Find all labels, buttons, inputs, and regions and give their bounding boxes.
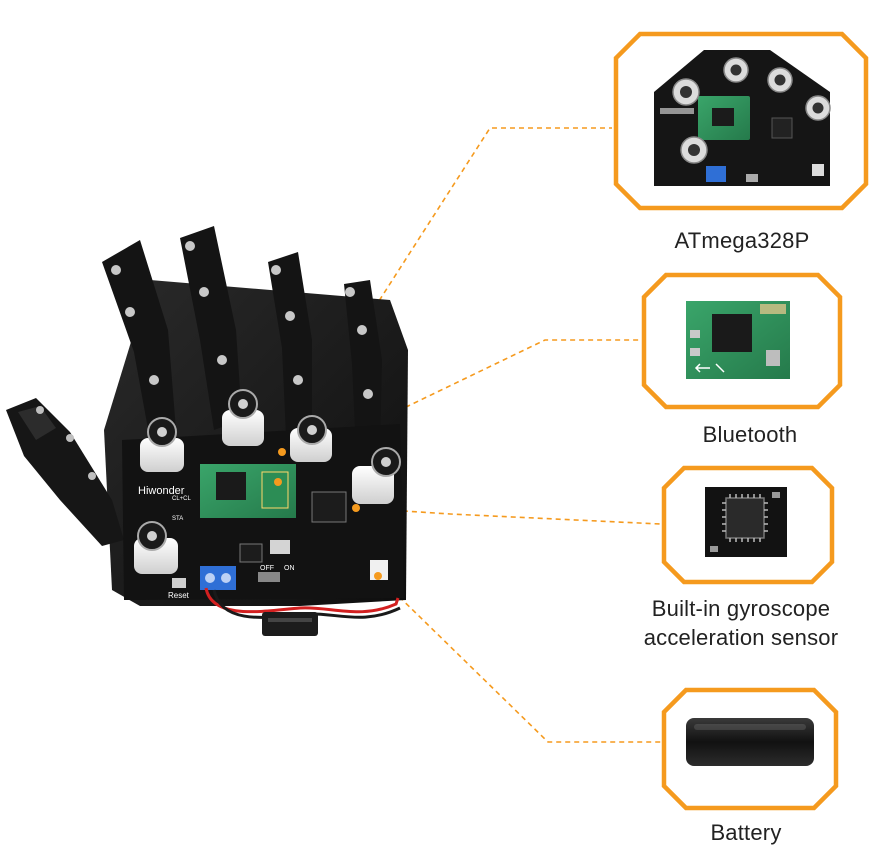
callout-frame-gyro	[661, 465, 835, 585]
chip-icon	[705, 487, 787, 557]
label-gyro: Built-in gyroscope acceleration sensor	[600, 594, 879, 652]
label-atmega: ATmega328P	[674, 228, 810, 253]
battery-connector	[262, 612, 318, 636]
callout-frame-atmega	[613, 31, 869, 211]
callout-frame-bluetooth	[641, 272, 843, 410]
bluetooth-module-icon	[686, 301, 790, 379]
finger-little	[344, 280, 382, 450]
battery-cable	[204, 587, 401, 636]
label-gyro-line2: acceleration sensor	[643, 625, 839, 650]
label-gyro-line1: Built-in gyroscope	[651, 596, 831, 621]
label-battery: Battery	[710, 820, 782, 845]
callout-frame-battery	[661, 687, 839, 811]
finger-index	[102, 240, 176, 440]
finger-ring	[268, 252, 312, 436]
board-label-off: OFF	[260, 565, 274, 572]
finger-middle	[180, 226, 242, 430]
board-label-sta: STA	[172, 516, 183, 522]
thumb	[6, 398, 124, 546]
label-bluetooth: Bluetooth	[702, 422, 798, 447]
servo-wheels	[134, 389, 401, 574]
board-label-reset: Reset	[168, 591, 190, 600]
board-bluetooth-module	[200, 464, 296, 518]
board-brand: Hiwonder	[138, 485, 185, 497]
board-label-on: ON	[284, 565, 295, 572]
board-label-cl: CL+CL	[172, 496, 192, 502]
leader-line-battery	[379, 577, 664, 743]
pcb-board-icon	[654, 50, 831, 186]
battery-icon	[686, 718, 814, 766]
robotic-hand: Hiwonder Reset OFF ON STA CL+CL	[6, 226, 408, 636]
